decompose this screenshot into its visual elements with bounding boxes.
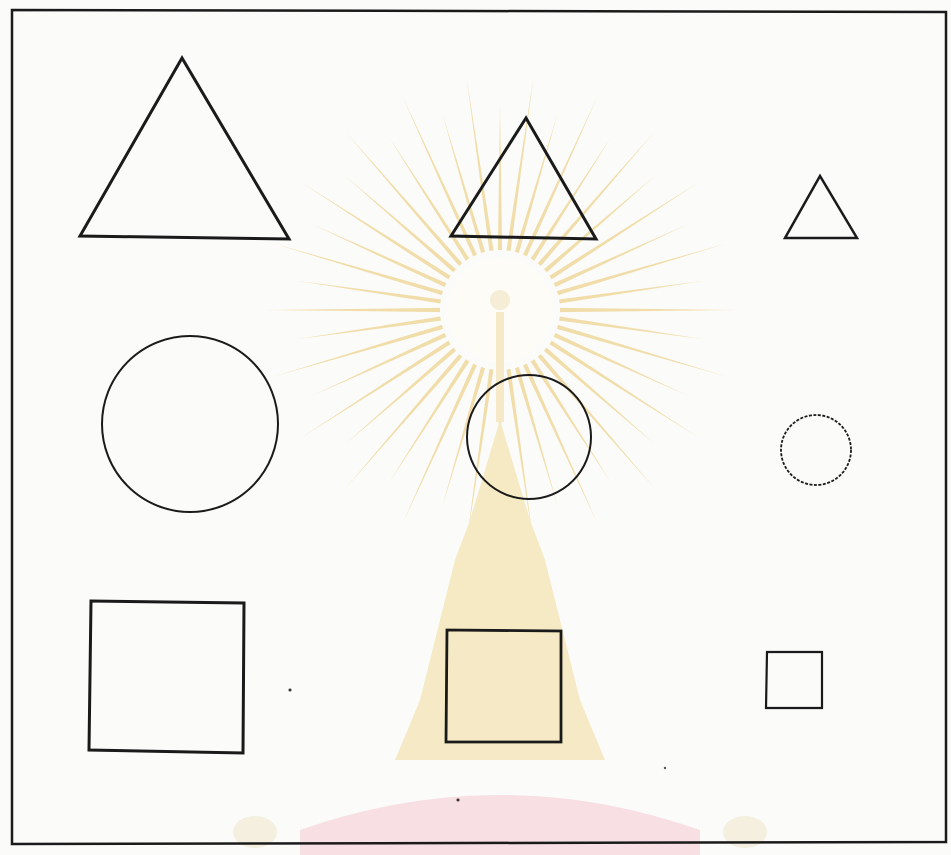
watermark-ray	[506, 77, 533, 251]
circle-large	[102, 336, 278, 512]
sunburst-emblem-watermark	[233, 77, 767, 855]
watermark-ray	[275, 244, 444, 295]
watermark-ray	[275, 325, 444, 376]
watermark-ray	[557, 244, 726, 295]
watermark-ray	[345, 348, 456, 445]
watermark-ray	[345, 176, 456, 273]
watermark-ray	[314, 225, 447, 287]
triangle-large	[80, 58, 289, 239]
triangle-small	[785, 176, 857, 238]
scan-speck	[457, 799, 460, 802]
watermark-ray	[554, 225, 687, 287]
watermark-base	[300, 795, 700, 855]
scan-speck	[289, 689, 292, 692]
watermark-ray	[297, 316, 441, 339]
watermark-ray	[346, 354, 462, 488]
watermark-ray	[538, 132, 654, 266]
watermark-ray	[265, 308, 440, 312]
watermark-ray	[559, 316, 703, 339]
watermark-ray	[554, 333, 687, 395]
watermark-ray	[557, 325, 726, 376]
watermark-ray	[560, 308, 735, 312]
scan-speck	[664, 767, 666, 769]
watermark-ray	[297, 281, 441, 304]
watermark-ray	[498, 105, 502, 250]
circle-small	[781, 415, 851, 485]
watermark-ray	[467, 77, 494, 251]
watermark-ray	[538, 354, 654, 488]
watermark-spire	[496, 312, 504, 422]
watermark-ray	[559, 281, 703, 304]
watermark-ray	[544, 176, 655, 273]
watermark-ray	[544, 348, 655, 445]
square-large	[89, 601, 244, 753]
watermark-ray	[314, 333, 447, 395]
watermark-orb	[490, 290, 510, 310]
watermark-ray	[346, 132, 462, 266]
circle-medium	[467, 375, 591, 499]
square-small	[766, 652, 822, 708]
